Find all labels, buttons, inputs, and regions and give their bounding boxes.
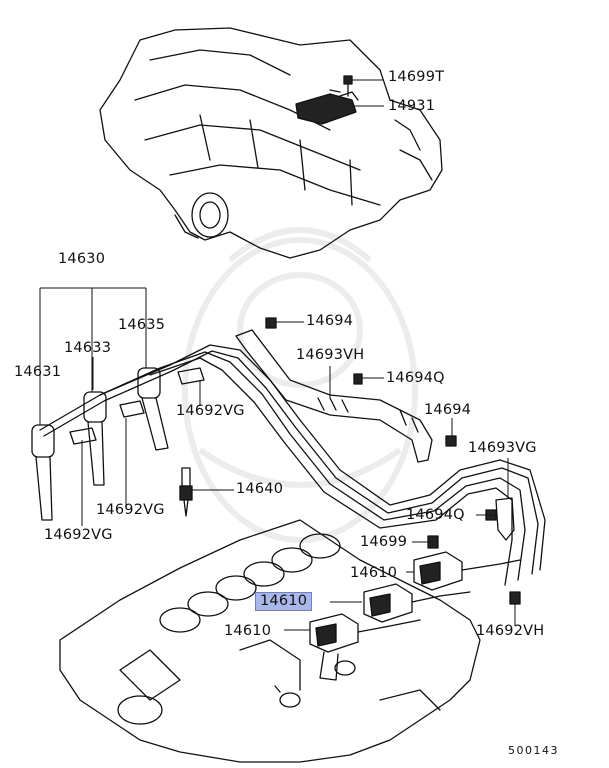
callout-14692VG-lower[interactable]: 14692VG xyxy=(44,527,113,543)
intake-manifold xyxy=(99,27,443,259)
spark-plug-14640 xyxy=(179,467,193,517)
diagram-code: 500143 xyxy=(508,744,559,757)
ignition-coil-14610-lower xyxy=(309,613,421,681)
callout-14694-right[interactable]: 14694 xyxy=(424,402,472,418)
bolt-14692VH xyxy=(509,591,521,605)
callout-14694-upper[interactable]: 14694 xyxy=(306,313,354,329)
wire-clip-14692VG xyxy=(69,367,205,445)
watermark-emblem xyxy=(182,227,418,543)
callout-14692VG-upper[interactable]: 14692VG xyxy=(176,403,245,419)
callout-14635[interactable]: 14635 xyxy=(118,317,166,333)
callout-14692VH[interactable]: 14692VH xyxy=(476,623,545,639)
bolt-14694 xyxy=(265,317,457,447)
callout-14610-upper[interactable]: 14610 xyxy=(350,565,398,581)
ignition-coil-14610-middle xyxy=(363,583,471,623)
callout-14693VG[interactable]: 14693VG xyxy=(468,440,537,456)
callout-14694Q-lower[interactable]: 14694Q xyxy=(406,507,465,523)
callout-14640[interactable]: 14640 xyxy=(236,481,284,497)
plug-boot-14635 xyxy=(137,367,169,451)
callout-14693VH[interactable]: 14693VH xyxy=(296,347,365,363)
plug-boot-14631 xyxy=(31,424,55,521)
harness-bracket-14693VH xyxy=(235,329,433,463)
sensor-14931 xyxy=(295,91,359,125)
cylinder-head xyxy=(59,519,481,763)
callout-14633[interactable]: 14633 xyxy=(64,340,112,356)
callout-14931[interactable]: 14931 xyxy=(388,98,436,114)
callout-14694Q-upper[interactable]: 14694Q xyxy=(386,370,445,386)
callout-14699[interactable]: 14699 xyxy=(360,534,408,550)
plug-boot-14633 xyxy=(83,391,107,486)
callout-14610-lower[interactable]: 14610 xyxy=(224,623,272,639)
callout-14699T[interactable]: 14699T xyxy=(388,69,445,85)
harness-bracket-14693VG xyxy=(495,497,515,541)
ignition-coil-14610-upper xyxy=(413,551,521,591)
callout-14610-highlighted[interactable]: 14610 xyxy=(254,592,313,611)
callout-14692VG-middle[interactable]: 14692VG xyxy=(96,502,165,518)
callout-14631[interactable]: 14631 xyxy=(14,364,62,380)
callout-14630[interactable]: 14630 xyxy=(58,251,106,267)
leader-lines xyxy=(39,79,516,631)
bolt-14699T xyxy=(343,75,353,97)
